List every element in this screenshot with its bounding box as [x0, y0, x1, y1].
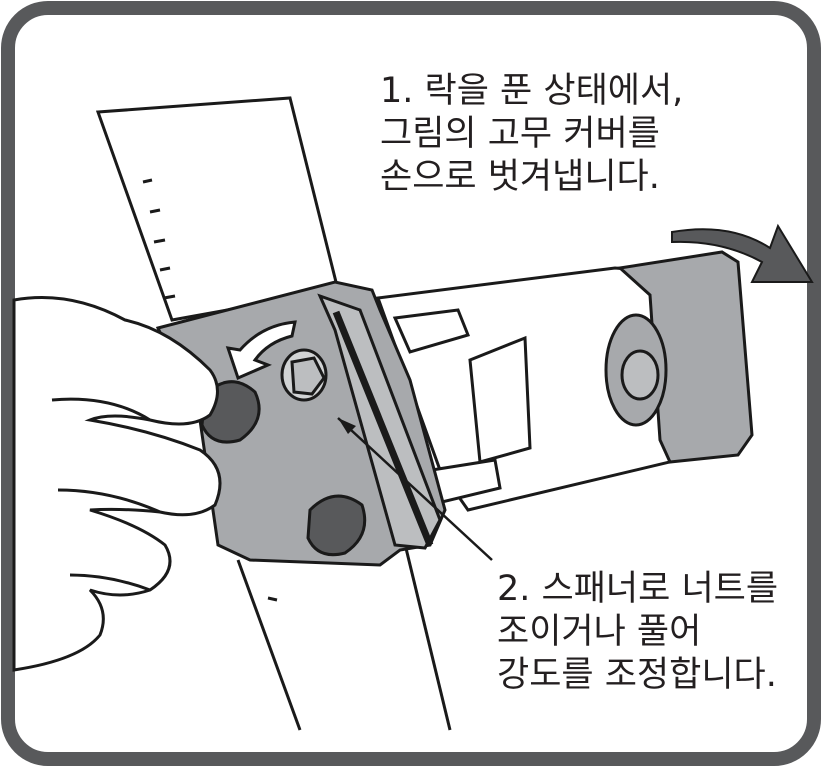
step2-instructions: 2. 스패너로 너트를 조이거나 풀어 강도를 조정합니다. — [497, 568, 778, 697]
step1-line-1: 1. 락을 푼 상태에서, — [380, 71, 684, 111]
step2-line-1: 2. 스패너로 너트를 — [497, 569, 779, 609]
step2-line-3: 강도를 조정합니다. — [497, 655, 777, 695]
bolt-nuts — [392, 308, 502, 504]
removal-arrow-icon — [671, 223, 814, 283]
pointer-head — [338, 418, 356, 434]
bolt-caps — [200, 380, 367, 557]
step2-line-2: 조이거나 풀어 — [497, 612, 702, 652]
hand — [12, 296, 222, 672]
step1-line-2: 그림의 고무 커버를 — [380, 114, 660, 154]
frame-tube — [236, 539, 452, 731]
step1-line-3: 손으로 벗겨냅니다. — [380, 157, 660, 197]
rotation-arrow-icon — [225, 320, 297, 381]
step1-instructions: 1. 락을 푼 상태에서, 그림의 고무 커버를 손으로 벗겨냅니다. — [380, 70, 683, 199]
pointer-line — [337, 417, 493, 561]
release-lever — [375, 250, 754, 512]
